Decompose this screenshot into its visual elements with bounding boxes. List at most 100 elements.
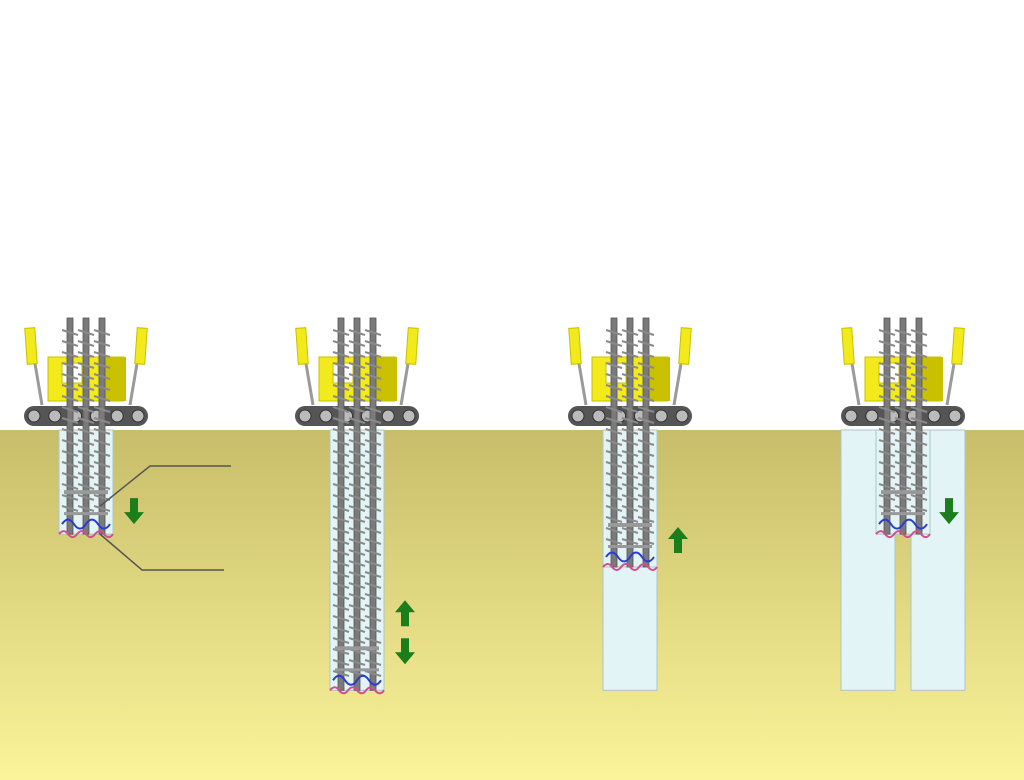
auger-flight	[878, 351, 896, 358]
auger-rod	[915, 317, 923, 535]
auger-flight	[605, 417, 623, 424]
track-wheel	[948, 409, 962, 423]
auger-flight	[910, 450, 928, 457]
mixing-blade-blue	[605, 551, 655, 563]
stage-1	[24, 317, 231, 571]
auger-flight	[605, 505, 623, 512]
auger-flight	[637, 527, 655, 534]
auger-rod	[82, 317, 90, 535]
auger-flight	[878, 472, 896, 479]
auger-flight	[605, 351, 623, 358]
auger-flight	[348, 439, 366, 446]
auger-flight	[878, 373, 896, 380]
auger-flight	[332, 472, 350, 479]
auger-flight	[77, 483, 95, 490]
auger-flight	[878, 494, 896, 501]
auger-flight	[621, 428, 639, 435]
track-wheel	[298, 409, 312, 423]
auger-flight	[637, 417, 655, 424]
auger-flight	[605, 406, 623, 413]
auger-flight	[637, 439, 655, 446]
auger-flight	[878, 362, 896, 369]
auger-flight	[364, 406, 382, 413]
auger-flight	[348, 351, 366, 358]
auger-flight	[605, 516, 623, 523]
auger-flight	[605, 439, 623, 446]
auger-flight	[910, 395, 928, 402]
auger-flight	[364, 604, 382, 611]
auger-flight	[910, 505, 928, 512]
auger-rod	[66, 317, 74, 535]
track-wheel	[402, 409, 416, 423]
track-wheel	[110, 409, 124, 423]
mixing-blade-blue	[61, 518, 111, 530]
auger-rod	[353, 317, 361, 691]
auger-flight	[348, 450, 366, 457]
auger-flight	[637, 483, 655, 490]
auger-flight	[894, 439, 912, 446]
auger-flight	[894, 505, 912, 512]
track-wheel	[27, 409, 41, 423]
auger-flight	[77, 461, 95, 468]
auger-flight	[93, 395, 111, 402]
auger-flight	[348, 483, 366, 490]
auger-flight	[332, 428, 350, 435]
auger-flight	[364, 593, 382, 600]
auger-flight	[878, 428, 896, 435]
auger-flight	[364, 582, 382, 589]
auger-flight	[93, 329, 111, 336]
auger-flight	[364, 428, 382, 435]
auger-flight	[364, 549, 382, 556]
auger-flight	[332, 582, 350, 589]
auger-flight	[348, 428, 366, 435]
rig-cylinder	[841, 327, 855, 365]
auger-flight	[77, 450, 95, 457]
auger-flight	[621, 362, 639, 369]
auger-flight	[637, 406, 655, 413]
auger-flight	[332, 494, 350, 501]
auger-flight	[621, 472, 639, 479]
auger-flight	[910, 406, 928, 413]
auger-flight	[894, 340, 912, 347]
auger-flight	[605, 329, 623, 336]
auger-flight	[332, 626, 350, 633]
auger-flight	[621, 439, 639, 446]
auger-flight	[77, 439, 95, 446]
auger-flight	[364, 560, 382, 567]
auger-flight	[894, 373, 912, 380]
auger-flight	[878, 483, 896, 490]
auger-flight	[348, 593, 366, 600]
auger-flight	[364, 659, 382, 666]
arrow-up-icon	[668, 527, 688, 553]
auger-flight	[637, 516, 655, 523]
auger-flight	[77, 494, 95, 501]
auger-flight	[364, 637, 382, 644]
auger-flight	[894, 461, 912, 468]
mixing-blade-blue	[878, 518, 928, 530]
auger-flight	[332, 362, 350, 369]
auger-flight	[93, 384, 111, 391]
auger-flight	[61, 428, 79, 435]
auger-flight	[332, 373, 350, 380]
auger-flight	[93, 417, 111, 424]
auger-flight	[605, 450, 623, 457]
track-wheel	[381, 409, 395, 423]
auger-flight	[332, 351, 350, 358]
auger-flight	[605, 428, 623, 435]
auger-flight	[621, 461, 639, 468]
auger-flight	[637, 373, 655, 380]
mixing-blade-pink	[602, 563, 658, 571]
auger-flight	[364, 461, 382, 468]
auger-flight	[61, 329, 79, 336]
auger-flight	[61, 384, 79, 391]
auger-flight	[364, 527, 382, 534]
auger-flight	[364, 340, 382, 347]
auger-flight	[910, 472, 928, 479]
auger-flight	[878, 329, 896, 336]
auger-flight	[77, 329, 95, 336]
auger-flight	[348, 373, 366, 380]
auger-flight	[910, 483, 928, 490]
auger-flight	[364, 417, 382, 424]
auger-flight	[348, 604, 366, 611]
auger-flight	[878, 461, 896, 468]
